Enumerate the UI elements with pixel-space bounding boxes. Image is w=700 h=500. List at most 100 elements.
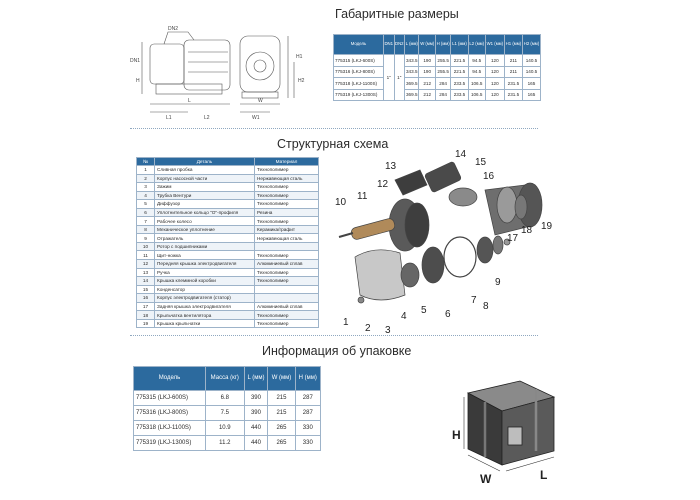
col-header: DN2 [393,34,406,55]
col-header: W (мм) [267,366,296,391]
table-cell: Технополимер [254,267,319,278]
table-cell: 265 [267,420,296,436]
label-l: L [188,98,191,104]
table-cell: Нержавеющая сталь [254,233,319,243]
table-cell: 13 [136,267,155,278]
package-box-illustration: H W L [452,380,556,486]
table-cell: 221.5 [450,65,469,78]
table-cell: 7.5 [205,405,245,421]
callout-12: 12 [377,179,389,190]
table-row: 775319 (LKJ-1300S) 369.5 212 284 233.5 1… [333,88,542,101]
table-cell: 390 [243,405,269,421]
col-header: L (мм) [404,34,420,55]
col-header: Модель [133,366,206,391]
table-cell: 10.9 [205,420,245,436]
table-cell: 6.8 [205,390,245,406]
table-cell: 215 [267,405,296,421]
table-cell: Технополимер [254,182,319,192]
table-cell: Механическое уплотнение [154,224,255,235]
table-cell: 287 [294,390,322,406]
label-w1: W1 [252,115,260,121]
packaging-title: Информация об упаковке [262,344,412,358]
table-cell: 211 [503,54,523,67]
callout-8: 8 [483,301,489,312]
col-header: Материал [254,157,319,166]
table-cell: Сливная пробка [154,165,255,175]
table-cell: 343.5 [404,65,420,78]
table-cell: 15 [136,284,155,295]
table-cell: Керамика/графит [254,224,319,235]
table-cell: Технополимер [254,276,319,286]
table-cell: 215 [267,390,296,406]
packaging-table: Модель Масса (кг) L (мм) W (мм) H (мм) 7… [133,366,322,451]
table-cell: Технополимер [254,190,319,201]
table-cell: Зажим [154,182,255,192]
table-cell: Передняя крышка электродвигателя [154,259,255,269]
table-cell: 140.5 [521,65,542,78]
table-cell: 11 [136,250,155,260]
table-row: 775315 (LKJ-600S) 1" 1" 343.5 190 255.5 … [333,54,542,101]
separator-1 [130,128,538,129]
table-cell [254,241,319,252]
table-cell: 287 [294,405,322,421]
table-cell: 120 [484,54,505,67]
table-cell: Алюминиевый сплав [254,301,319,312]
table-cell: Конденсатор [154,284,255,295]
col-header: Деталь [154,157,255,166]
table-cell: 369.5 [404,77,420,90]
col-header: Модель [333,34,384,55]
model-cell: 775315 (LKJ-600S) [333,54,384,67]
label-w: W [258,98,263,104]
dn1-cell: 1" [383,54,395,101]
table-cell: Технополимер [254,310,319,320]
callout-9: 9 [495,277,501,288]
table-cell: 6 [136,207,155,218]
table-cell: 14 [136,276,155,286]
table-cell: 2 [136,173,155,184]
table-cell: 284 [434,77,452,90]
col-header: H2 (мм) [521,34,542,55]
parts-header-row: № Деталь Материал [136,157,319,166]
table-cell: 12 [136,259,155,269]
label-l1: L1 [166,115,172,121]
callout-numbers: 1 2 3 4 5 6 7 8 9 10 11 12 13 14 15 16 1… [335,149,553,335]
table-cell: 10 [136,241,155,252]
callout-3: 3 [385,325,391,335]
table-cell: 212 [418,88,436,101]
packaging-header-row: Модель Масса (кг) L (мм) W (мм) H (мм) [133,366,322,391]
callout-4: 4 [401,311,407,322]
table-cell: 231.5 [503,77,523,90]
table-cell: Крышка клеммной коробки [154,276,255,286]
col-header: L1 (мм) [450,34,469,55]
dimension-drawing: DN2 DN1 H L L1 L2 W W1 H1 H2 [130,26,305,121]
table-cell: 390 [243,390,269,406]
label-h1: H1 [296,54,303,60]
table-cell: Технополимер [254,250,319,260]
table-cell: Задняя крышка электродвигателя [154,301,255,312]
col-header: № [136,157,155,166]
table-cell: 4 [136,190,155,201]
table-cell: Технополимер [254,216,319,226]
box-label-l: L [540,468,547,482]
callout-1: 1 [343,317,349,328]
callout-16: 16 [483,171,495,182]
table-cell [254,284,319,295]
callout-6: 6 [445,309,451,320]
table-cell: 9 [136,233,155,243]
table-cell: Диффузор [154,199,255,209]
table-row: 775316 (LKJ-800S) 343.5 190 255.5 221.5 … [333,65,542,78]
